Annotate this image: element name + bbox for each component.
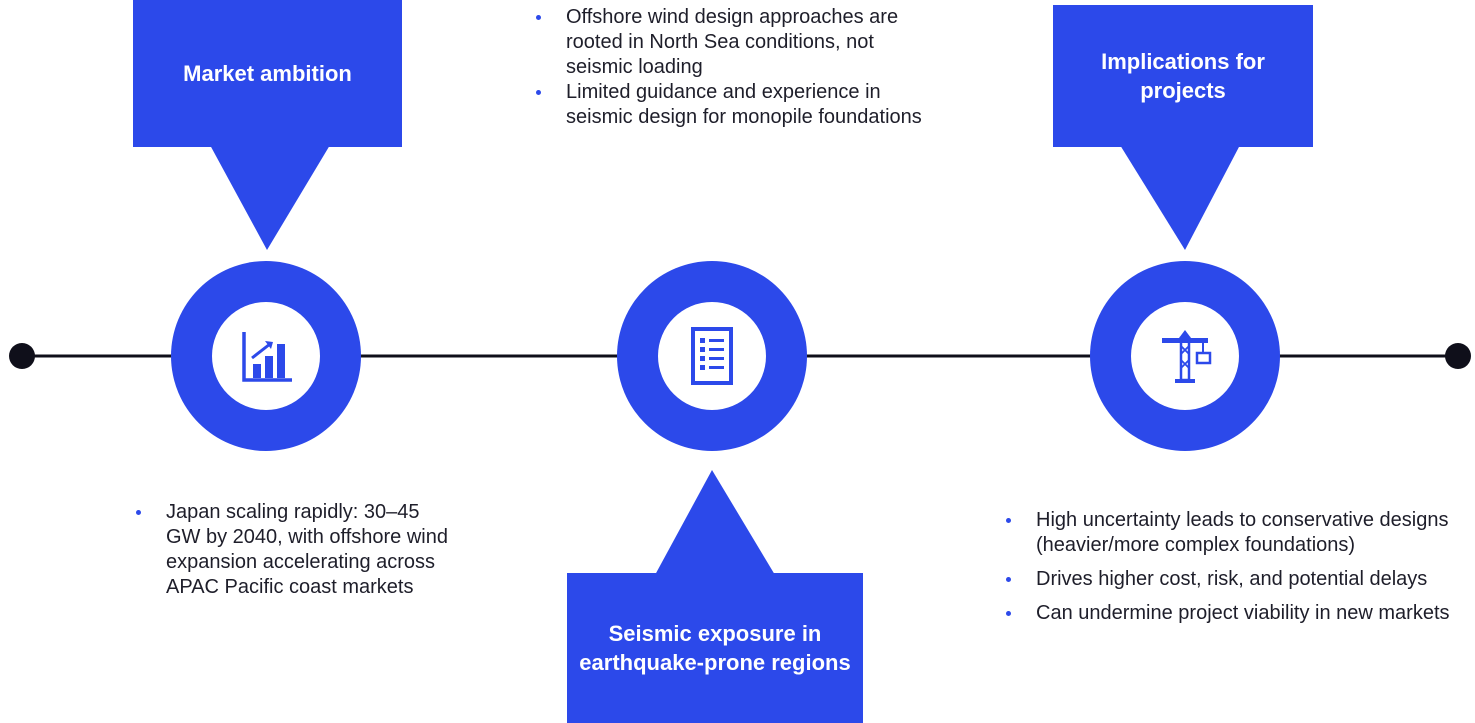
list-item: Limited guidance and experience in seism… (530, 80, 930, 130)
market-ambition-node (171, 261, 361, 451)
list-item: Can undermine project viability in new m… (1000, 601, 1475, 626)
implications-title: Implications for projects (1101, 49, 1265, 103)
timeline-end-dot (1445, 343, 1471, 369)
crane-icon (1162, 330, 1212, 383)
implications-callout: Implications for projects (1053, 5, 1313, 147)
seismic-exposure-callout: Seismic exposure in earthquake-prone reg… (567, 573, 863, 723)
timeline-start-dot (9, 343, 35, 369)
implications-pointer (1120, 145, 1240, 250)
market-ambition-title: Market ambition (183, 61, 352, 86)
market-ambition-callout: Market ambition (133, 0, 402, 147)
seismic-exposure-title: Seismic exposure in earthquake-prone reg… (579, 621, 851, 675)
market-ambition-bullets: Japan scaling rapidly: 30–45 GW by 2040,… (130, 500, 450, 604)
bar-chart-growth-icon (242, 332, 292, 382)
checklist-document-icon (691, 327, 733, 385)
list-item: Japan scaling rapidly: 30–45 GW by 2040,… (130, 500, 450, 600)
list-item: Drives higher cost, risk, and potential … (1000, 567, 1475, 592)
market-ambition-pointer (210, 145, 330, 250)
list-item: Offshore wind design approaches are root… (530, 5, 930, 80)
seismic-exposure-bullets: Offshore wind design approaches are root… (530, 5, 930, 130)
seismic-exposure-node (617, 261, 807, 451)
implications-node (1090, 261, 1280, 451)
list-item: High uncertainty leads to conservative d… (1000, 508, 1475, 558)
seismic-exposure-pointer (655, 470, 775, 575)
implications-bullets: High uncertainty leads to conservative d… (1000, 508, 1475, 635)
